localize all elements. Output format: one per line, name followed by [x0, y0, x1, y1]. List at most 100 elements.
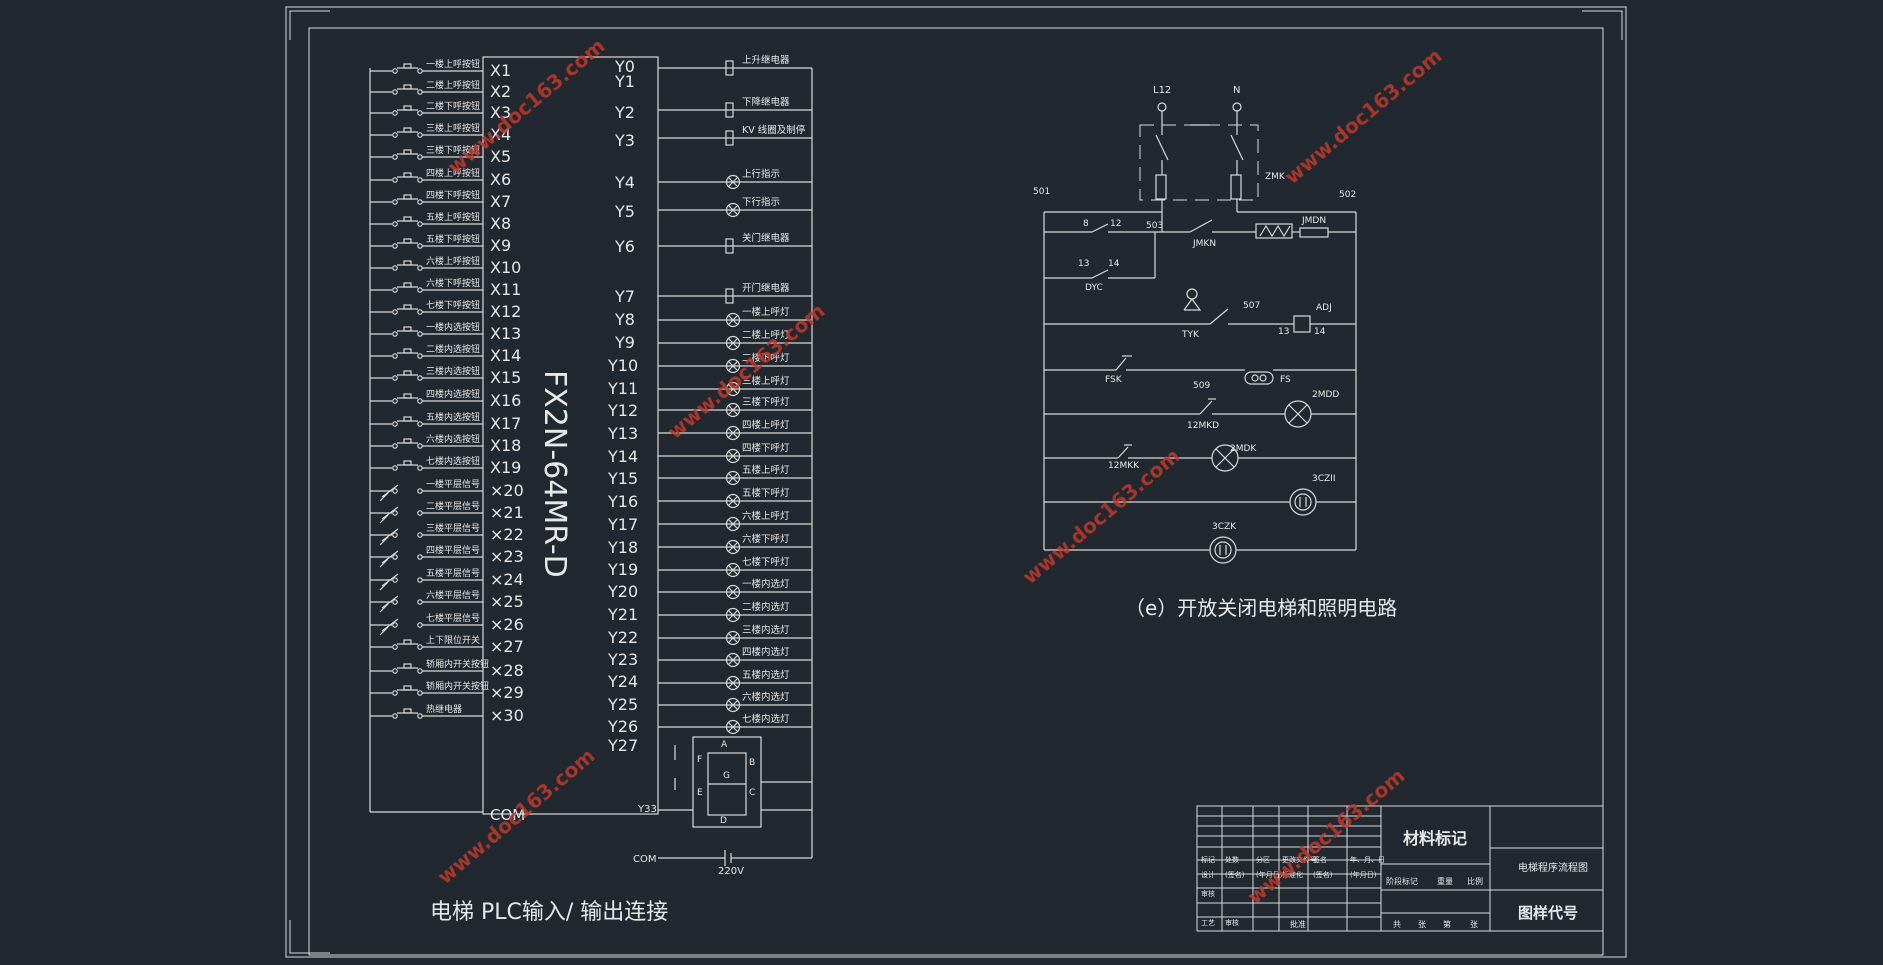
input-address: ×30 [490, 706, 524, 725]
input-row: 热继电器×30 [370, 703, 524, 725]
seg-letter-f: F [697, 755, 702, 765]
label-14: 14 [1108, 259, 1120, 269]
input-contact-pin [392, 488, 398, 494]
output-address: Y25 [607, 695, 638, 714]
input-contact-pin [392, 443, 398, 449]
output-address: Y10 [607, 356, 638, 375]
input-address: X11 [490, 280, 521, 299]
output-address: Y8 [614, 310, 635, 329]
output-label: 三楼下呼灯 [742, 396, 790, 408]
output-address: Y3 [614, 131, 635, 150]
input-button-cap [403, 105, 412, 111]
label-3czk: 3CZK [1212, 522, 1237, 532]
title-block: 标记设计审核工艺处数(签名)审核分区更改文件号签名年、月、日(年月日)标准化(签… [1196, 805, 1604, 932]
seg-letter-c: C [749, 788, 755, 798]
output-address: Y14 [607, 447, 638, 466]
lamp-cross [728, 587, 738, 597]
label-507: 507 [1243, 301, 1260, 311]
lamp-cross [728, 496, 738, 506]
tb-row-label-2: 审核 [1225, 918, 1239, 927]
output-address: Y12 [607, 401, 638, 420]
input-contact-pin [417, 510, 423, 516]
output-address: Y24 [607, 672, 638, 691]
output-label: 一楼内选灯 [742, 578, 790, 590]
lamp-icon [725, 697, 741, 713]
input-address: ×23 [490, 547, 524, 566]
input-contact-pin [392, 154, 398, 160]
input-contact-pin [417, 132, 423, 138]
lamp-cross [728, 338, 738, 348]
watermark-4: www.doc163.com [1018, 444, 1185, 589]
input-address: X19 [490, 458, 521, 477]
input-button-cap [403, 260, 412, 266]
terminal-n [1232, 102, 1242, 112]
tb-drawing-title: 电梯程序流程图 [1518, 861, 1588, 874]
output-label: 二楼内选灯 [742, 601, 790, 613]
input-contact-pin [392, 309, 398, 315]
input-contact-pin [417, 465, 423, 471]
heater-element [1255, 223, 1293, 239]
lamp-icon [725, 470, 741, 486]
label-fsk: FSK [1105, 375, 1123, 385]
output-row: Y27 [607, 736, 638, 755]
tb-material: 材料标记 [1403, 829, 1467, 848]
output-label: 五楼上呼灯 [742, 464, 790, 476]
seg-letter-g: G [723, 771, 730, 781]
output-row: Y12 三楼下呼灯 [607, 396, 812, 420]
tyk-operator-icon [1186, 288, 1198, 300]
input-label: 一楼上呼按钮 [426, 58, 480, 70]
input-address: X12 [490, 302, 521, 321]
heater-zigzag [1259, 224, 1291, 238]
input-contact-pin [417, 243, 423, 249]
output-address: Y16 [607, 492, 638, 511]
seven-segment-display: A B C D E F G [658, 736, 812, 828]
input-contact-pin [417, 199, 423, 205]
output-label: 六楼下呼灯 [742, 533, 790, 545]
lamp-cross [728, 384, 738, 394]
input-contact-pin [417, 668, 423, 674]
tb-sheet-3: 第 [1443, 919, 1451, 929]
label-dyc: DYC [1085, 283, 1103, 293]
input-sensor-contact [381, 595, 399, 609]
input-contact-pin [417, 443, 423, 449]
lamp-cross [728, 565, 738, 575]
input-contact-pin [392, 644, 398, 650]
tb-stage-head-1: 阶段标记 [1386, 876, 1418, 886]
input-contact-pin [392, 68, 398, 74]
input-sensor-arrow [379, 536, 389, 546]
input-button-cap [403, 438, 412, 444]
relay-coil-icon [725, 60, 734, 76]
input-contact-pin [417, 331, 423, 337]
output-label: KV 线圈及制停 [742, 124, 806, 136]
label-502: 502 [1339, 190, 1356, 200]
output-address: Y26 [607, 717, 638, 736]
input-button-cap [403, 216, 412, 222]
input-sensor-arrow [379, 514, 389, 524]
input-contact-pin [392, 110, 398, 116]
input-button-cap [403, 708, 412, 714]
tb-col-val: (年月日) [1350, 870, 1377, 879]
input-address: X14 [490, 346, 521, 365]
input-contact-pin [417, 309, 423, 315]
relay-coil-icon [725, 130, 734, 146]
lamp-icon [725, 584, 741, 600]
input-label: 六楼上呼按钮 [426, 255, 480, 267]
socket-3czk-inner [1214, 541, 1232, 559]
relay-coil-icon [725, 238, 734, 254]
lamp-icon [725, 312, 741, 328]
input-contact-pin [417, 713, 423, 719]
